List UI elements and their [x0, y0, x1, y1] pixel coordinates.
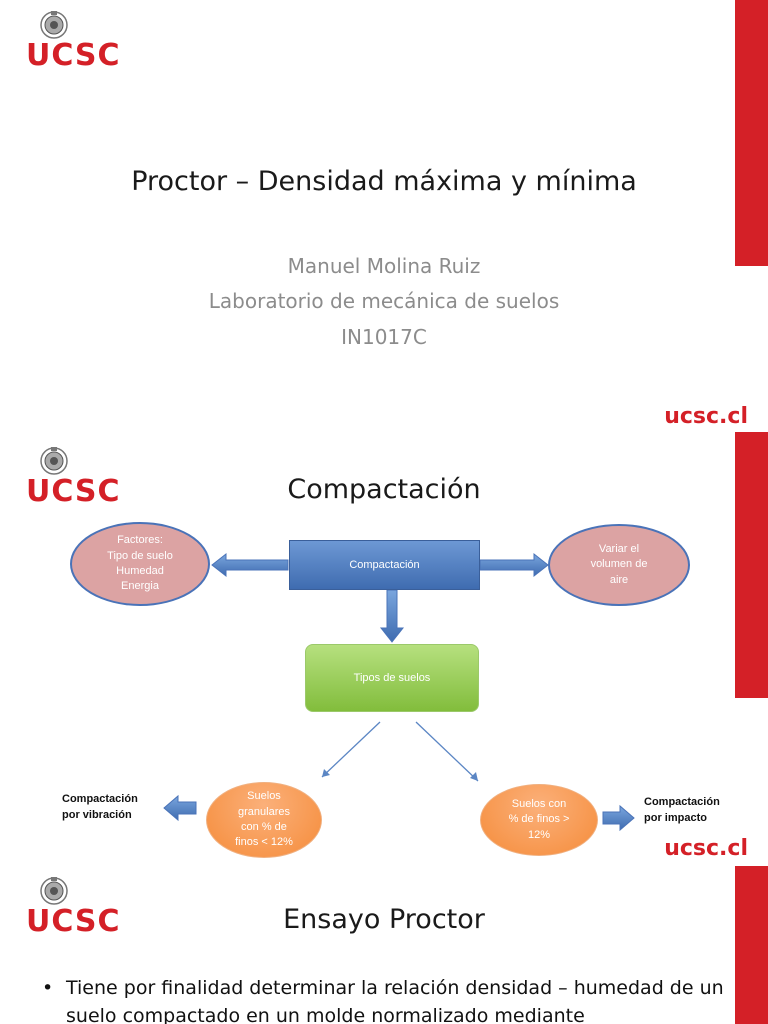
slide-compactacion: UCSC Compactación Factores: Tipo de suel…: [0, 432, 768, 864]
granular-soils-ellipse: Suelos granulares con % de finos < 12%: [206, 782, 322, 858]
vibration-line: por vibración: [62, 808, 132, 821]
bullet-dot-icon: •: [42, 977, 54, 999]
granular-line: finos < 12%: [235, 836, 293, 849]
factors-ellipse: Factores: Tipo de suelo Humedad Energia: [70, 522, 210, 606]
factors-line: Tipo de suelo: [107, 549, 173, 562]
red-accent-bar: [735, 0, 768, 266]
ucsc-logo: UCSC: [26, 10, 122, 73]
line-to-granular: [321, 721, 381, 778]
arrow-left-factors: [211, 552, 289, 578]
factors-line: Energia: [121, 580, 159, 593]
slide-ensayo-proctor: UCSC Ensayo Proctor • Tiene por finalida…: [0, 866, 768, 1024]
arrow-to-vibration: [163, 794, 197, 822]
arrow-down-soils: [379, 589, 405, 643]
seal-icon: [40, 11, 68, 39]
diagram-connectors: [163, 552, 635, 832]
slide-title: UCSC Proctor – Densidad máxima y mínima …: [0, 0, 768, 432]
arrow-to-impact: [602, 804, 635, 832]
granular-line: Suelos: [247, 790, 281, 803]
impact-label: Compactación por impacto: [644, 795, 720, 827]
bullet-text: Tiene por finalidad determinar la relaci…: [66, 977, 724, 1024]
footer-brand: ucsc.cl: [664, 836, 748, 861]
granular-line: granulares: [238, 805, 290, 818]
seal-icon: [40, 877, 68, 905]
footer-brand: ucsc.cl: [664, 404, 748, 429]
vibration-line: Compactación: [62, 793, 138, 805]
compactacion-box: Compactación: [289, 540, 480, 590]
slide-heading: Compactación: [287, 474, 481, 505]
vibration-label: Compactación por vibración: [62, 792, 138, 824]
red-accent-bar: [735, 866, 768, 1024]
fines-line: 12%: [527, 828, 551, 841]
air-line: volumen de: [590, 558, 648, 571]
granular-line: con % de: [241, 821, 287, 833]
logo-text: UCSC: [26, 904, 121, 939]
air-line: Variar el: [598, 542, 640, 555]
air-line: aire: [609, 573, 629, 586]
logo-text: UCSC: [26, 38, 121, 73]
slide-heading: Ensayo Proctor: [283, 904, 485, 935]
fine-soils-ellipse: Suelos con % de finos > 12%: [480, 784, 598, 856]
factors-line: Factores:: [117, 534, 163, 547]
laboratory-name: Laboratorio de mecánica de suelos: [208, 289, 560, 313]
soil-types-box: Tipos de suelos: [305, 644, 479, 712]
seal-icon: [40, 447, 68, 475]
presentation-title: Proctor – Densidad máxima y mínima: [131, 166, 637, 197]
fines-line: % de finos >: [508, 813, 570, 826]
logo-text: UCSC: [26, 474, 121, 509]
air-volume-ellipse: Variar el volumen de aire: [548, 524, 690, 606]
arrow-right-air: [479, 552, 549, 578]
factors-line: Humedad: [116, 565, 164, 577]
red-accent-bar: [735, 432, 768, 698]
impact-line: Compactación: [644, 796, 720, 808]
ucsc-logo: UCSC: [26, 446, 122, 509]
course-code: IN1017C: [341, 325, 427, 349]
author-name: Manuel Molina Ruiz: [287, 254, 481, 278]
impact-line: por impacto: [644, 811, 707, 824]
fines-line: Suelos con: [511, 797, 567, 810]
ucsc-logo: UCSC: [26, 876, 122, 939]
line-to-fines: [415, 721, 479, 782]
